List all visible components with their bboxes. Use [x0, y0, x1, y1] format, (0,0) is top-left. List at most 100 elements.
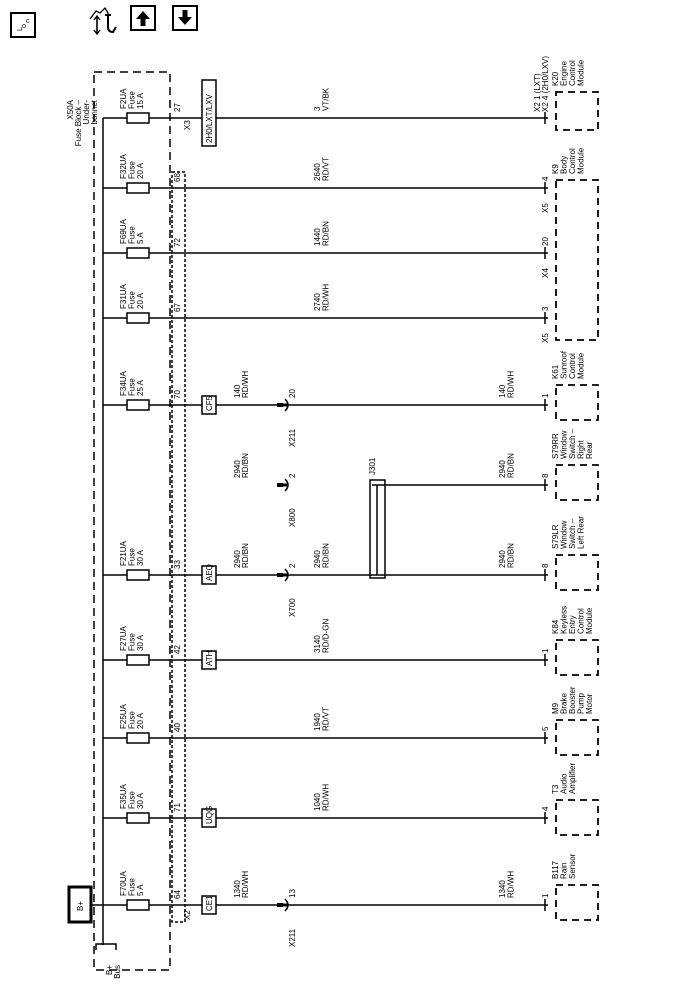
fuse-pin-number: 27 — [173, 103, 182, 112]
svg-text:L: L — [17, 27, 24, 31]
module-label: S79RR — [551, 433, 560, 459]
module-outline — [555, 639, 599, 676]
connector-label: X3 — [183, 120, 192, 130]
fuse-label: Fuse — [128, 91, 137, 109]
wire-label: RD/D-GN — [322, 619, 331, 653]
wire-label: RD/BN — [322, 221, 331, 246]
module-label: Keyless — [560, 606, 569, 634]
module-label: K20 — [551, 71, 560, 86]
splice-pin-number: 20 — [288, 389, 297, 398]
module-label: Pump — [577, 693, 586, 714]
location-button[interactable]: L o c — [10, 12, 36, 38]
wire-label: 140 — [498, 384, 507, 398]
fuse-label: F70UA — [119, 870, 128, 896]
fuse-label: 15 A — [136, 92, 145, 109]
wire-label: RD/VT — [322, 157, 331, 181]
fuse-icon — [126, 312, 150, 324]
wire-label: 2940 — [498, 550, 507, 568]
next-button[interactable] — [172, 5, 198, 31]
module-label: Control — [568, 148, 577, 174]
fuse-pin-number: 68 — [173, 173, 182, 182]
module-outline — [555, 719, 599, 756]
module-connector-label: X4 — [541, 268, 550, 278]
module-connector-label: X5 — [541, 203, 550, 213]
module-label: K9 — [551, 164, 560, 174]
wire-label: 2740 — [313, 293, 322, 311]
inline-connector-label: UQG — [205, 806, 214, 824]
diagnostic-button[interactable] — [86, 5, 120, 36]
fuse-label: Fuse — [128, 378, 137, 396]
module-label: Control — [577, 608, 586, 634]
module-label: Rain — [560, 863, 569, 879]
module-label: Control — [568, 353, 577, 379]
fuse-label: F32UA — [119, 153, 128, 179]
fuse-label: F2UA — [119, 88, 128, 109]
wire-label: RD/BN — [507, 453, 516, 478]
fuse-label: 30 A — [136, 549, 145, 566]
fuse-block-label: Under- — [82, 100, 91, 125]
module-label: Right — [577, 440, 586, 459]
fuse-label: Fuse — [128, 633, 137, 651]
module-pin-label: X2 4 (2H0/LXV) — [541, 56, 550, 112]
bus-bar-icon — [95, 943, 117, 950]
wire-label: 1040 — [313, 793, 322, 811]
module-outline — [555, 554, 599, 591]
fuse-icon — [126, 112, 150, 124]
module-label: Module — [577, 59, 586, 86]
inline-connector-label: CE1 — [205, 895, 214, 911]
fuse-label: Fuse — [128, 878, 137, 896]
module-pin-label: X2 1 (LXT) — [533, 73, 542, 112]
wire-label: 1340 — [498, 880, 507, 898]
bus-label: B+ — [105, 965, 114, 975]
location-icon: L o c — [17, 18, 30, 31]
module-label: Body — [560, 156, 569, 174]
fuse-label: F31UA — [119, 283, 128, 309]
junction-label: J301 — [368, 457, 377, 475]
module-pin-label: 5 — [541, 726, 550, 731]
connector-label: X2 — [183, 910, 192, 920]
fuse-label: 20 A — [136, 292, 145, 309]
wire-label: 1940 — [313, 713, 322, 731]
fuse-label: F34UA — [119, 370, 128, 396]
wire-label: RD/BN — [507, 543, 516, 568]
splice-connector-label: X211 — [288, 428, 297, 447]
fuse-block-outline — [93, 71, 171, 971]
splice-connector-label: X700 — [288, 598, 297, 617]
inline-connector-box — [201, 895, 217, 915]
fuse-icon — [126, 569, 150, 581]
splice-connector-icon — [284, 568, 289, 582]
module-label: Module — [585, 607, 594, 634]
wire-label-left: RD/WH — [241, 371, 250, 398]
b-plus-label: B+ — [76, 901, 85, 911]
module-pin-label: 8 — [541, 563, 550, 568]
wire-label: RD/WH — [322, 284, 331, 311]
module-label: Window — [560, 520, 569, 549]
svg-text:c: c — [26, 18, 30, 25]
inline-connector-label: AEQ — [205, 564, 214, 581]
module-pin-label: 4 — [541, 176, 550, 181]
fuse-pin-number: 40 — [173, 723, 182, 732]
inline-connector-label: ATH — [205, 650, 214, 666]
module-pin-label: 4 — [541, 806, 550, 811]
splice-pin-icon — [277, 903, 283, 907]
wire-label: 3 — [313, 106, 322, 111]
module-pin-label: 1 — [541, 893, 550, 898]
fuse-label: 5 A — [136, 884, 145, 896]
fuse-label: F35UA — [119, 783, 128, 809]
module-label: Module — [577, 352, 586, 379]
wire-label-left: 2940 — [233, 460, 242, 478]
fuse-pin-number: 70 — [173, 390, 182, 399]
fuse-label: Fuse — [128, 226, 137, 244]
inline-connector-label: 2H0/LXT/LXV — [205, 93, 214, 143]
previous-button[interactable] — [130, 5, 156, 31]
splice-connector-icon — [284, 398, 289, 412]
module-pin-label: 3 — [541, 306, 550, 311]
wire-label-left: 1340 — [233, 880, 242, 898]
module-label: Window — [560, 430, 569, 459]
module-label: B117 — [551, 860, 560, 879]
inline-connector-box — [201, 565, 217, 585]
fuse-label: 5 A — [136, 232, 145, 244]
module-outline — [555, 179, 599, 341]
module-label: Switch – — [568, 518, 577, 549]
svg-text:o: o — [22, 23, 26, 30]
